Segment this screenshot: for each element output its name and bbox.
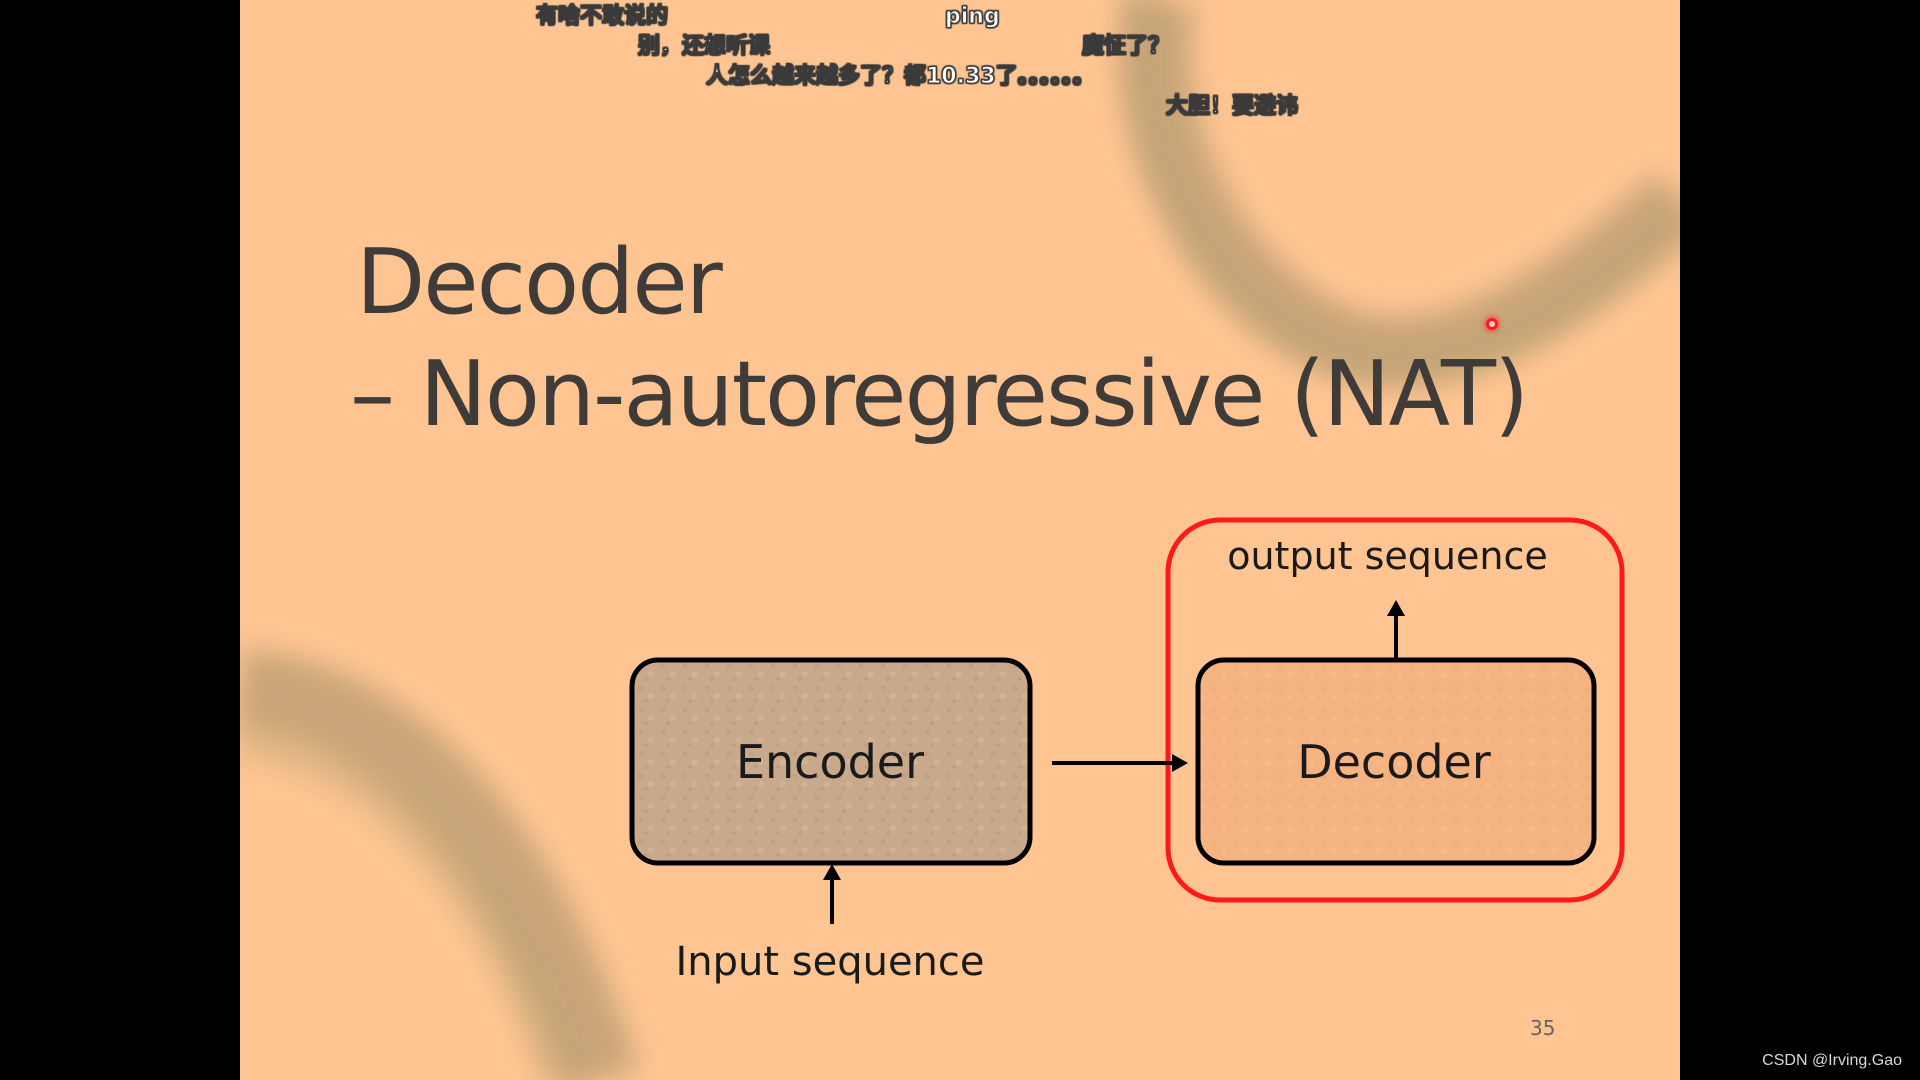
slide-page-number: 35 [1530,1016,1556,1040]
slide-title-line2: – Non-autoregressive (NAT) [350,342,1529,447]
encoder-label: Encoder [735,735,925,789]
presentation-slide: Decoder – Non-autoregressive (NAT) Encod… [240,0,1680,1080]
slide-background [240,0,1680,1080]
danmaku-comment: 魔怔了？ [1081,34,1171,60]
encoder-box [629,657,1033,866]
danmaku-comment: ping [945,4,1001,30]
decoder-label: Decoder [1297,735,1491,789]
input-sequence-label: Input sequence [675,939,985,985]
output-sequence-label: output sequence [1227,534,1548,578]
danmaku-comment: 大胆！要避讳 [1165,94,1299,120]
laser-pointer-dot [1486,318,1498,330]
csdn-watermark: CSDN @Irving.Gao [1762,1052,1902,1069]
decoder-highlight-frame [1165,517,1625,903]
danmaku-comment: 有啥不敢说的 [535,4,669,30]
slide-title-line1: Decoder [356,230,723,335]
danmaku-comment: 人怎么越来越多了？都10.33了。。。。。。 [706,64,1096,90]
danmaku-comment: 别，还想听课 [637,34,771,60]
